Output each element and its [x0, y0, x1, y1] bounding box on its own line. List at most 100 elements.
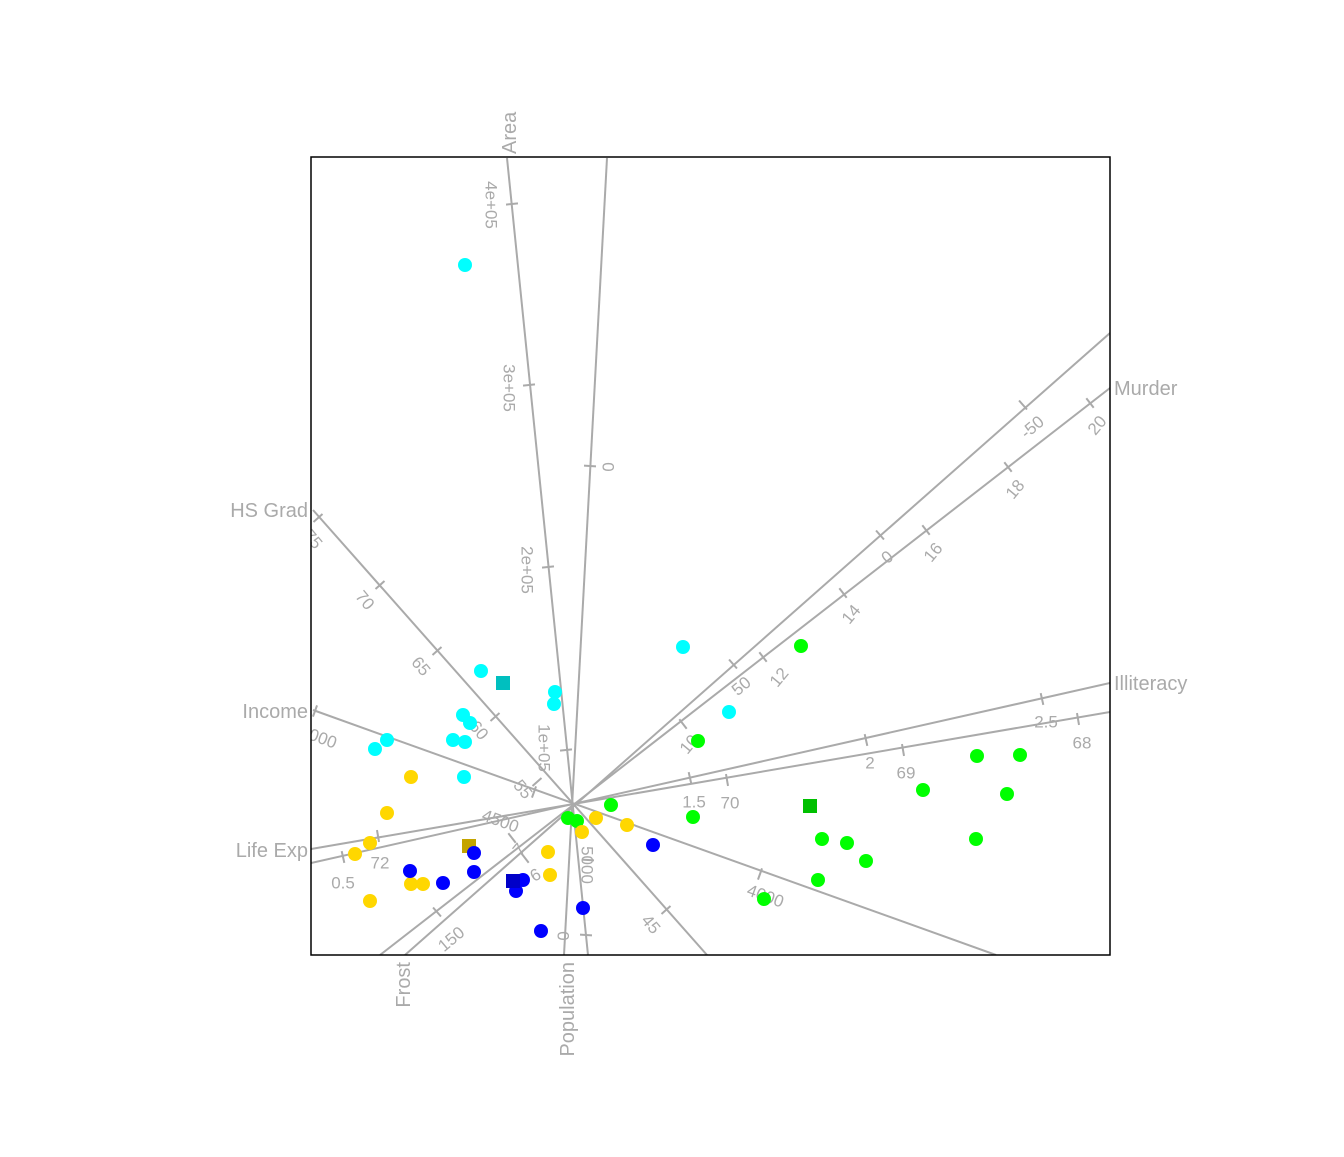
data-point-group1 — [463, 716, 477, 730]
tick-label-murder: 7 — [509, 840, 530, 859]
data-points — [348, 258, 1027, 938]
tick-mark — [559, 748, 573, 752]
tick-mark — [581, 858, 595, 862]
tick-mark — [1003, 461, 1013, 473]
data-point-group1 — [458, 735, 472, 749]
data-point-group3 — [348, 847, 362, 861]
tick-label-life-exp: 68 — [1073, 733, 1092, 752]
tick-label-life-exp: 72 — [371, 853, 390, 872]
axis-label-hs-grad: HS Grad — [230, 500, 308, 522]
tick-mark — [838, 587, 848, 599]
data-point-group3 — [363, 894, 377, 908]
tick-label-hs-grad: 70 — [351, 587, 378, 614]
tick-mark — [1018, 399, 1028, 411]
axis-label-life-exp: Life Exp — [236, 840, 308, 862]
data-point-group2 — [859, 854, 873, 868]
data-point-group1 — [458, 258, 472, 272]
tick-mark — [340, 850, 346, 864]
data-point-group2 — [794, 639, 808, 653]
data-point-group2 — [757, 892, 771, 906]
axis-line-hs-grad — [312, 509, 708, 955]
tick-label-illiteracy: 2.5 — [1034, 712, 1058, 731]
tick-label-hs-grad: 65 — [407, 653, 434, 680]
axis-label-murder: Murder — [1114, 378, 1178, 400]
tick-label-frost: 150 — [434, 923, 468, 956]
data-point-group4 — [403, 864, 417, 878]
data-point-group4 — [646, 838, 660, 852]
data-point-group1 — [676, 640, 690, 654]
data-point-group3 — [404, 877, 418, 891]
tick-label-population: 5000 — [578, 846, 597, 884]
data-point-group4 — [436, 876, 450, 890]
axis-label-illiteracy: Illiteracy — [1114, 673, 1187, 695]
tick-label-murder: 16 — [920, 539, 947, 566]
tick-label-area: 4e+05 — [482, 181, 501, 229]
tick-label-area: 3e+05 — [500, 364, 519, 412]
axis-line-frost — [404, 332, 1110, 955]
tick-mark — [757, 868, 763, 880]
tick-mark — [1039, 692, 1045, 706]
tick-mark — [541, 565, 555, 569]
data-point-group1 — [368, 742, 382, 756]
data-point-group4 — [576, 901, 590, 915]
axis-line-murder — [379, 387, 1110, 955]
tick-label-murder: 20 — [1084, 412, 1111, 439]
tick-label-hs-grad: 45 — [637, 911, 664, 938]
data-point-group3 — [543, 868, 557, 882]
tick-mark — [520, 852, 530, 864]
data-point-group2 — [686, 810, 700, 824]
data-point-group1 — [547, 697, 561, 711]
tick-label-area: 2e+05 — [518, 546, 537, 594]
data-point-group2 — [916, 783, 930, 797]
data-point-group2 — [691, 734, 705, 748]
data-point-group4 — [534, 924, 548, 938]
tick-label-area: 1e+05 — [535, 724, 554, 772]
tick-mark — [312, 513, 324, 523]
data-point-group3 — [541, 845, 555, 859]
axis-label-income: Income — [242, 701, 308, 723]
tick-mark — [431, 646, 443, 656]
tick-label-frost: 50 — [728, 673, 755, 700]
tick-mark — [921, 524, 931, 536]
data-point-group3 — [575, 825, 589, 839]
data-point-group2 — [970, 749, 984, 763]
data-point-group2 — [811, 873, 825, 887]
data-point-group4 — [467, 865, 481, 879]
data-point-group4 — [467, 846, 481, 860]
tick-mark — [863, 733, 869, 747]
tick-mark — [432, 906, 442, 918]
tick-mark — [489, 712, 501, 722]
centroid-marker-group2 — [803, 799, 817, 813]
tick-label-hs-grad: 55 — [509, 776, 536, 803]
tick-label-population: 0 — [554, 931, 573, 940]
data-point-group1 — [446, 733, 460, 747]
tick-mark — [875, 529, 885, 541]
axis-label-frost: Frost — [393, 962, 415, 1008]
tick-label-murder: 14 — [838, 601, 865, 628]
data-point-group2 — [815, 832, 829, 846]
tick-mark — [505, 202, 519, 206]
tick-mark — [725, 773, 729, 787]
axis-line-life-exp — [311, 711, 1110, 850]
tick-label-illiteracy: 0.5 — [331, 873, 355, 892]
tick-mark — [583, 464, 597, 468]
tick-mark — [660, 905, 672, 915]
biplot-axes — [311, 157, 1110, 955]
tick-label-illiteracy: 1.5 — [682, 792, 706, 811]
tick-mark — [901, 743, 905, 757]
data-point-group3 — [380, 806, 394, 820]
data-point-group2 — [604, 798, 618, 812]
data-point-group1 — [722, 705, 736, 719]
data-point-group3 — [620, 818, 634, 832]
axis-label-population: Population — [557, 962, 579, 1057]
tick-mark — [312, 705, 318, 717]
data-point-group1 — [380, 733, 394, 747]
data-point-group2 — [1013, 748, 1027, 762]
tick-mark — [1085, 397, 1095, 409]
centroid-marker-group4 — [506, 874, 520, 888]
tick-mark — [531, 777, 543, 787]
axis-line-income — [312, 709, 997, 955]
tick-label-frost: -50 — [1017, 412, 1048, 442]
tick-label-life-exp: 69 — [897, 763, 916, 782]
tick-mark — [531, 786, 537, 798]
